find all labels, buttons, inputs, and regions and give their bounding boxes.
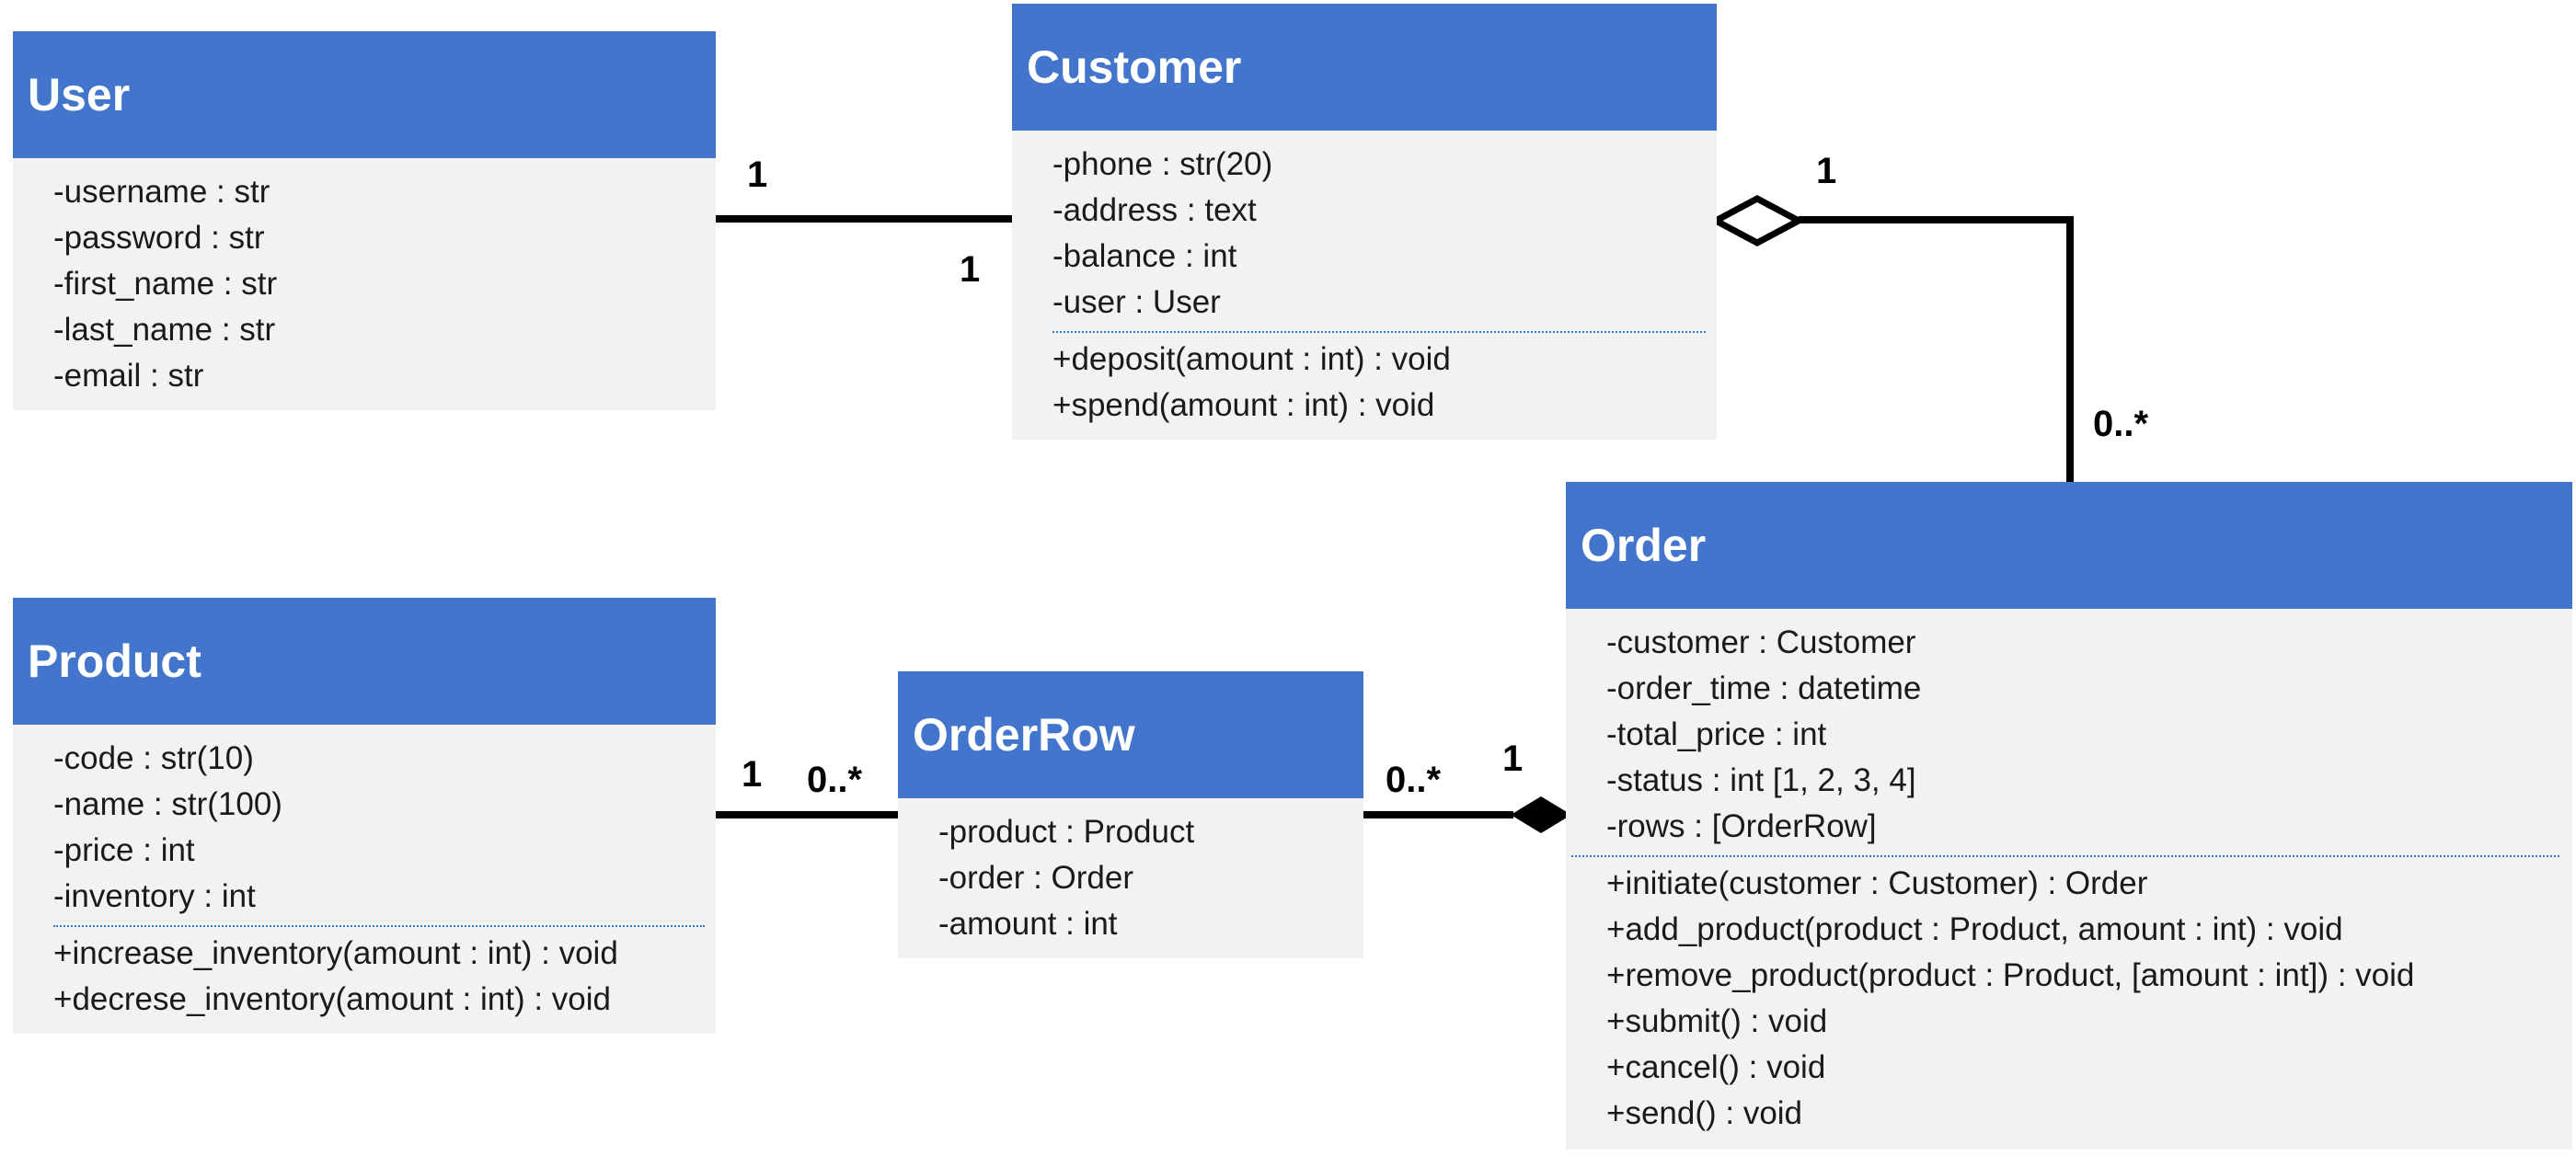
class-order-divider — [1571, 855, 2559, 857]
method: +initiate(customer : Customer) : Order — [1606, 865, 2148, 901]
method: +deposit(amount : int) : void — [1052, 341, 1451, 377]
class-customer: Customer -phone : str(20) -address : tex… — [1012, 4, 1717, 440]
attribute: -customer : Customer — [1606, 624, 1916, 660]
class-orderrow: OrderRow -product : Product -order : Ord… — [898, 671, 1363, 958]
class-order-attributes: -customer : Customer -order_time : datet… — [1606, 620, 2563, 850]
customer-order-customer-multiplicity: 1 — [1816, 151, 1837, 191]
class-product-name: Product — [13, 598, 716, 725]
attribute: -status : int [1, 2, 3, 4] — [1606, 762, 1916, 798]
attribute: -amount : int — [938, 906, 1118, 942]
attribute: -username : str — [53, 174, 270, 210]
class-orderrow-name: OrderRow — [898, 671, 1363, 798]
class-product: Product -code : str(10) -name : str(100)… — [13, 598, 716, 1034]
class-order-methods: +initiate(customer : Customer) : Order +… — [1606, 861, 2563, 1137]
class-user-name: User — [13, 31, 716, 158]
aggregation-diamond-icon — [1708, 195, 1806, 246]
customer-order-order-multiplicity: 0..* — [2093, 404, 2149, 444]
attribute: -code : str(10) — [53, 740, 254, 776]
class-customer-name: Customer — [1012, 4, 1717, 131]
attribute: -last_name : str — [53, 312, 276, 348]
class-product-attributes: -code : str(10) -name : str(100) -price … — [53, 736, 707, 920]
method: +submit() : void — [1606, 1003, 1828, 1039]
orderrow-order-orderrow-multiplicity: 0..* — [1386, 760, 1442, 800]
method: +send() : void — [1606, 1095, 1803, 1131]
user-customer-user-multiplicity: 1 — [747, 155, 768, 195]
attribute: -price : int — [53, 832, 195, 868]
attribute: -password : str — [53, 220, 265, 256]
attribute: -order : Order — [938, 860, 1133, 896]
product-orderrow-orderrow-multiplicity: 0..* — [807, 760, 863, 800]
method: +increase_inventory(amount : int) : void — [53, 935, 618, 971]
class-customer-divider — [1052, 331, 1706, 333]
method: +add_product(product : Product, amount :… — [1606, 911, 2343, 947]
attribute: -user : User — [1052, 284, 1221, 320]
class-order: Order -customer : Customer -order_time :… — [1566, 482, 2572, 1150]
attribute: -name : str(100) — [53, 786, 282, 822]
attribute: -total_price : int — [1606, 716, 1827, 752]
method: +cancel() : void — [1606, 1049, 1826, 1085]
composition-diamond-icon — [1511, 796, 1571, 833]
class-product-methods: +increase_inventory(amount : int) : void… — [53, 931, 707, 1023]
class-order-name: Order — [1566, 482, 2572, 609]
method: +spend(amount : int) : void — [1052, 387, 1435, 423]
attribute: -address : text — [1052, 192, 1257, 228]
attribute: -balance : int — [1052, 238, 1237, 274]
attribute: -email : str — [53, 358, 204, 394]
attribute: -product : Product — [938, 814, 1195, 850]
attribute: -first_name : str — [53, 266, 278, 302]
customer-order-line — [1799, 216, 2074, 486]
attribute: -rows : [OrderRow] — [1606, 808, 1877, 844]
class-user: User -username : str -password : str -fi… — [13, 31, 716, 410]
attribute: -order_time : datetime — [1606, 670, 1922, 706]
class-customer-methods: +deposit(amount : int) : void +spend(amo… — [1052, 337, 1708, 429]
class-orderrow-attributes: -product : Product -order : Order -amoun… — [938, 809, 1354, 947]
method: +remove_product(product : Product, [amou… — [1606, 957, 2415, 993]
class-user-attributes: -username : str -password : str -first_n… — [53, 169, 707, 399]
class-customer-attributes: -phone : str(20) -address : text -balanc… — [1052, 142, 1708, 326]
orderrow-order-order-multiplicity: 1 — [1502, 738, 1524, 779]
class-product-divider — [53, 925, 705, 927]
attribute: -inventory : int — [53, 878, 256, 914]
product-orderrow-product-multiplicity: 1 — [742, 754, 763, 795]
method: +decrese_inventory(amount : int) : void — [53, 981, 612, 1017]
attribute: -phone : str(20) — [1052, 146, 1273, 182]
user-customer-customer-multiplicity: 1 — [960, 249, 981, 290]
